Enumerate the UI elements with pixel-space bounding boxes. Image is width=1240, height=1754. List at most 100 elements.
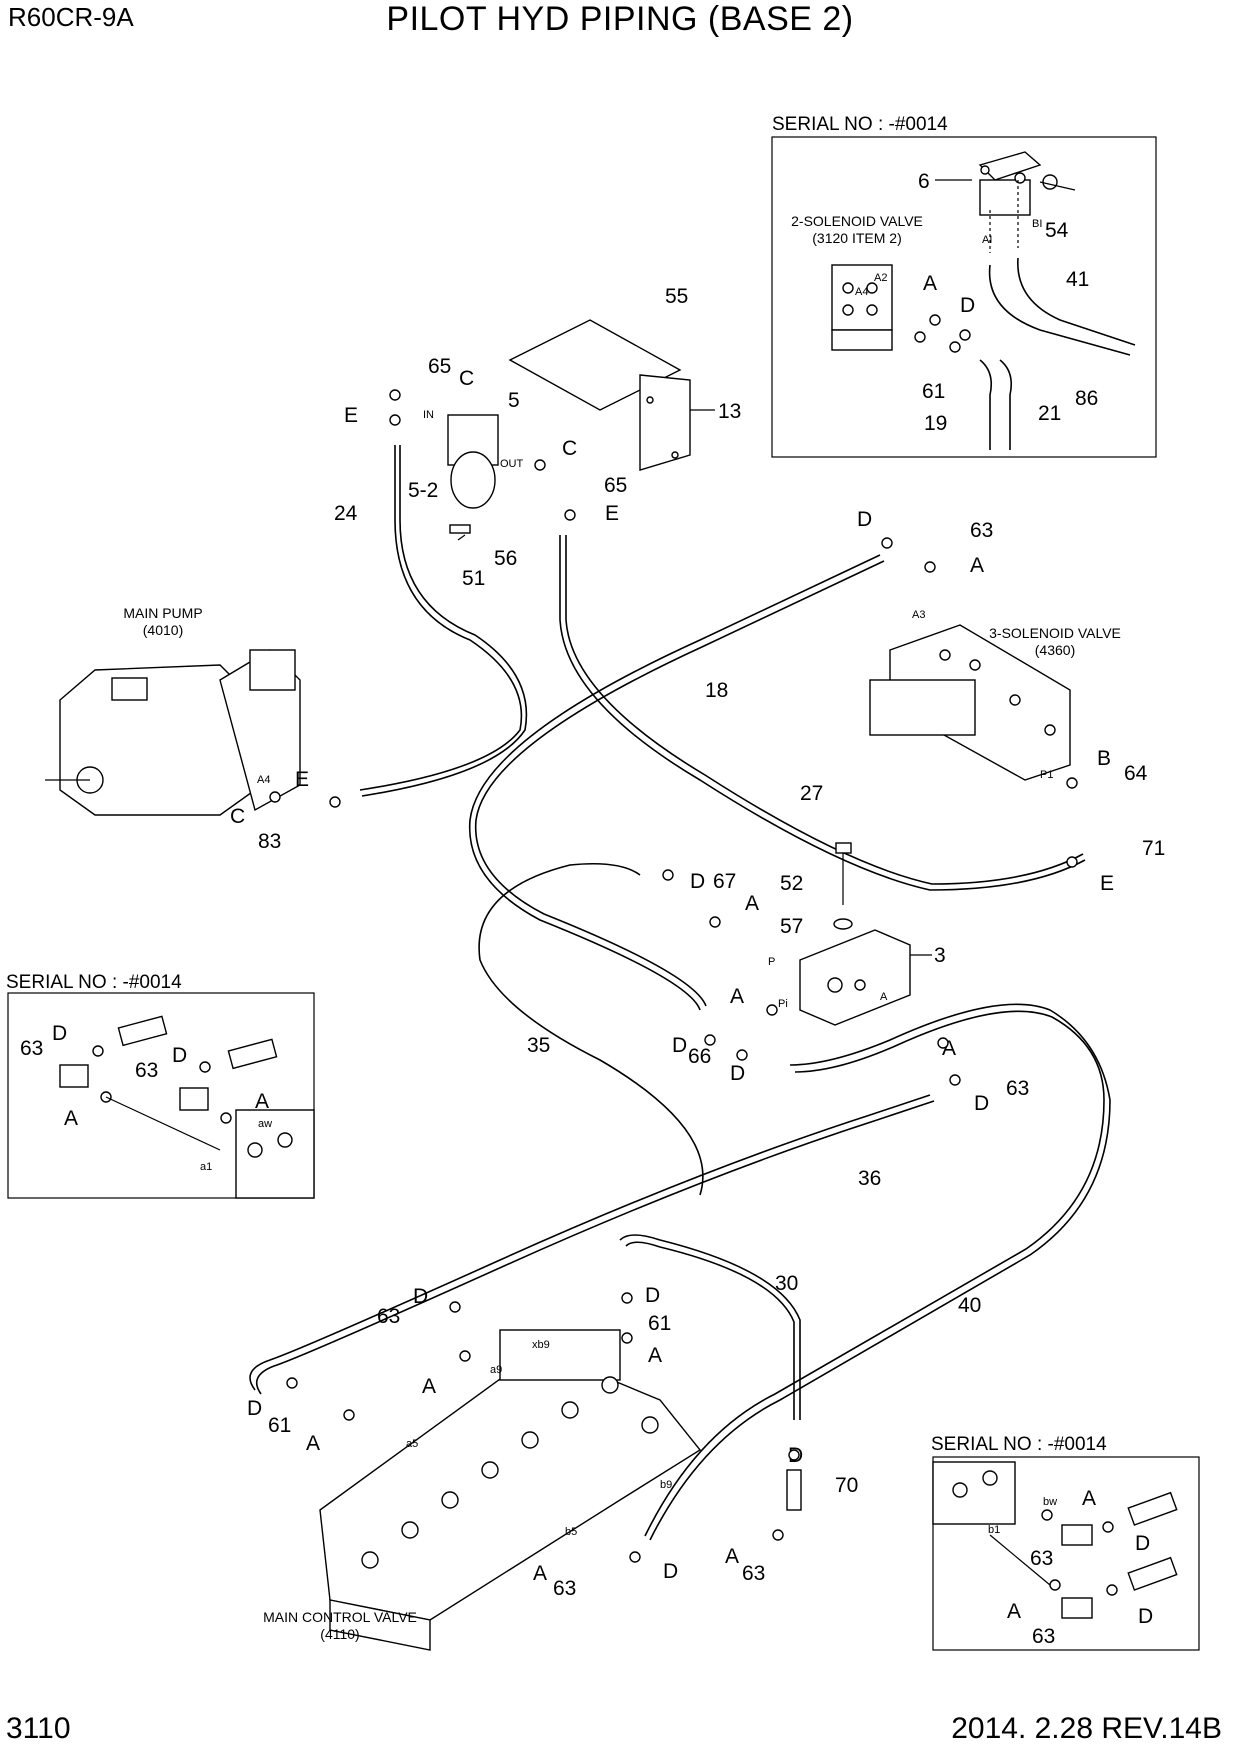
inset-top-right: SERIAL NO : -#0014 2-SOLENOID VALVE (312… xyxy=(771,114,1157,458)
callout-e-out: E xyxy=(605,502,619,525)
callout-57: 57 xyxy=(780,915,803,938)
callout-64: 64 xyxy=(1124,762,1148,785)
line-filter-5 xyxy=(447,414,499,541)
page-number: 3110 xyxy=(6,1712,71,1745)
callout-19: 19 xyxy=(924,412,947,435)
revision-date: 2014. 2.28 REV.14B xyxy=(951,1712,1222,1745)
callout-36: 36 xyxy=(858,1167,881,1190)
callout-65-top: 65 xyxy=(428,355,451,378)
port-a3: A3 xyxy=(912,609,925,621)
callout-a-63-b5: A xyxy=(533,1562,547,1585)
port-a5: a5 xyxy=(406,1438,418,1450)
callout-d-63-right: D xyxy=(974,1092,989,1115)
callout-83: 83 xyxy=(258,830,281,853)
valve-block-3 xyxy=(799,842,911,1026)
callout-24: 24 xyxy=(334,502,358,525)
callout-a-63-b9: A xyxy=(725,1545,739,1568)
solenoid-valve-6 xyxy=(978,151,1076,216)
port-bi: BI xyxy=(1032,218,1042,230)
port-a4-pump: A4 xyxy=(257,774,270,786)
br-callout-d1: D xyxy=(1135,1532,1150,1555)
callout-30: 30 xyxy=(775,1272,798,1295)
left-port-a1: a1 xyxy=(200,1161,212,1173)
callout-e-top: E xyxy=(344,404,358,427)
main-pump xyxy=(45,649,301,816)
port-a9: a9 xyxy=(490,1364,502,1376)
three-solenoid-label: 3-SOLENOID VALVE xyxy=(989,625,1121,641)
inset-left-frame xyxy=(7,992,315,1199)
callout-3: 3 xyxy=(934,944,946,967)
left-callout-63b: 63 xyxy=(135,1059,158,1082)
callout-e-71: E xyxy=(1100,872,1114,895)
callout-a-61: A xyxy=(648,1344,662,1367)
callout-27: 27 xyxy=(800,782,823,805)
callout-a-inset: A xyxy=(923,272,937,295)
port-out: OUT xyxy=(500,458,524,470)
callout-61-inset: 61 xyxy=(922,380,945,403)
callout-54: 54 xyxy=(1045,219,1069,242)
two-solenoid-label: 2-SOLENOID VALVE xyxy=(791,213,923,229)
callout-d-66: D xyxy=(672,1034,687,1057)
callout-c-pump: C xyxy=(230,805,245,828)
callout-71: 71 xyxy=(1142,837,1165,860)
callout-51: 51 xyxy=(462,567,485,590)
port-a4: A4 xyxy=(855,286,868,298)
br-callout-63a: 63 xyxy=(1030,1547,1053,1570)
callout-5-2: 5-2 xyxy=(408,479,438,502)
callout-d-inset: D xyxy=(960,294,975,317)
callout-b: B xyxy=(1097,747,1111,770)
callout-d-67: D xyxy=(690,870,705,893)
port-p: P xyxy=(768,956,775,968)
callout-5: 5 xyxy=(508,389,520,412)
two-solenoid-block xyxy=(831,264,893,351)
inset-br-serial: SERIAL NO : -#0014 xyxy=(931,1434,1107,1455)
port-b9: b9 xyxy=(660,1479,672,1491)
callout-70: 70 xyxy=(835,1474,858,1497)
br-port-bw: bw xyxy=(1043,1496,1057,1508)
callout-63-b5: 63 xyxy=(553,1577,576,1600)
callout-63-3sol: 63 xyxy=(970,519,993,542)
callout-86: 86 xyxy=(1075,387,1098,410)
port-ai: AI xyxy=(982,234,992,246)
inset-left: SERIAL NO : -#0014 xyxy=(6,972,315,1199)
callout-a-61-left: A xyxy=(306,1432,320,1455)
br-port-b1: b1 xyxy=(988,1524,1000,1536)
port-xb9: xb9 xyxy=(532,1339,550,1351)
main-pump-ref: (4010) xyxy=(143,622,183,638)
page-title: PILOT HYD PIPING (BASE 2) xyxy=(386,0,854,38)
br-callout-63b: 63 xyxy=(1032,1625,1055,1648)
fitting-70 xyxy=(786,1469,802,1511)
callout-a-mcv: A xyxy=(422,1375,436,1398)
callout-13: 13 xyxy=(718,400,741,423)
three-solenoid-valve xyxy=(869,624,1071,781)
callout-c-out: C xyxy=(562,437,577,460)
br-callout-a2: A xyxy=(1007,1600,1021,1623)
callout-67: 67 xyxy=(713,870,736,893)
left-callout-d1: D xyxy=(52,1022,67,1045)
callout-a-66: A xyxy=(730,985,744,1008)
model-number: R60CR-9A xyxy=(8,2,134,32)
left-callout-d2: D xyxy=(172,1044,187,1067)
callout-21: 21 xyxy=(1038,402,1061,425)
callout-55: 55 xyxy=(665,285,688,308)
callout-35: 35 xyxy=(527,1034,550,1057)
callout-d-b5: D xyxy=(663,1560,678,1583)
port-in: IN xyxy=(423,409,434,421)
two-solenoid-ref: (3120 ITEM 2) xyxy=(812,230,901,246)
callout-6: 6 xyxy=(918,170,930,193)
br-callout-a1: A xyxy=(1082,1487,1096,1510)
callout-d-mcv: D xyxy=(413,1285,428,1308)
left-port-aw: aw xyxy=(258,1118,272,1130)
inset-br-frame xyxy=(932,1456,1200,1651)
callout-a-67: A xyxy=(745,892,759,915)
bracket-13 xyxy=(508,319,691,471)
inset-frame xyxy=(771,136,1157,458)
callout-66: 66 xyxy=(688,1045,711,1068)
mcv-label: MAIN CONTROL VALVE xyxy=(263,1609,417,1625)
port-a-block: A xyxy=(880,991,888,1003)
callout-61-left: 61 xyxy=(268,1414,291,1437)
left-callout-a2: A xyxy=(255,1090,269,1113)
callout-40: 40 xyxy=(958,1294,981,1317)
three-solenoid-ref: (4360) xyxy=(1035,642,1075,658)
